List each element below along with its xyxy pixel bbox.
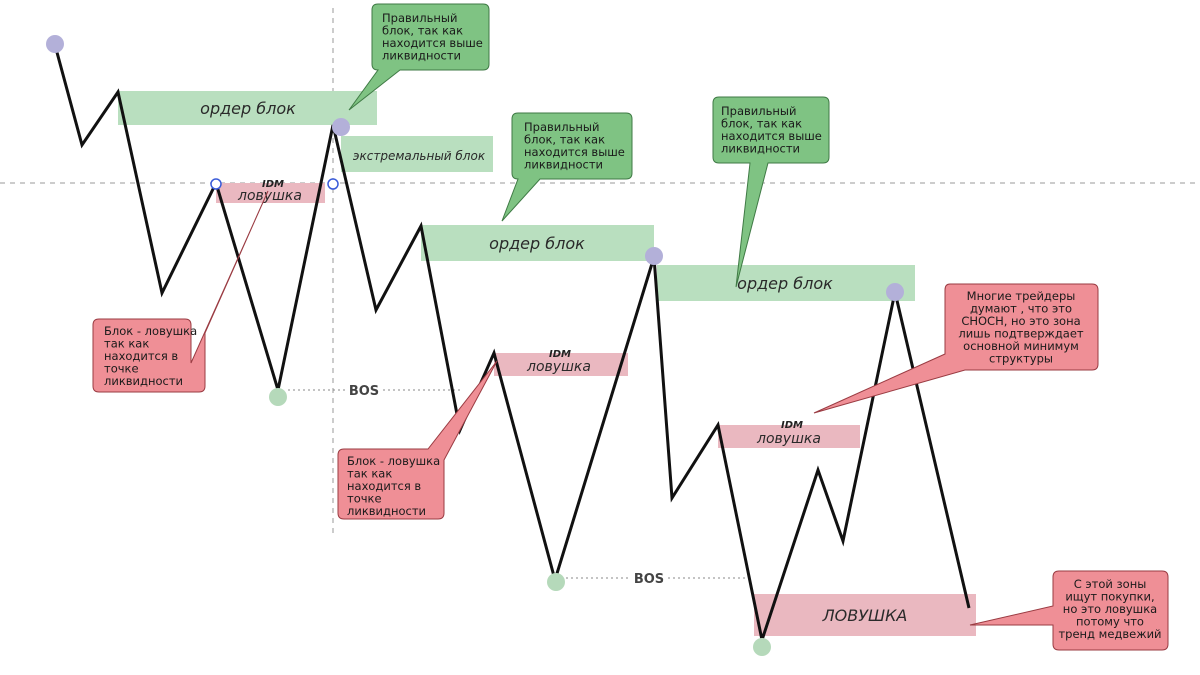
order-block-zone-3 <box>657 265 915 301</box>
callout-line: находится в <box>104 349 178 363</box>
callout-line: лишь подтверждает <box>958 327 1084 341</box>
callout-line: Правильный <box>382 11 457 25</box>
callout-line: так как <box>347 467 392 481</box>
swing-point-low-1 <box>269 388 287 406</box>
order-block-zone-1 <box>118 91 377 125</box>
callout-line: так как <box>104 337 149 351</box>
idm-label-2: IDM <box>549 349 571 360</box>
callout-line: точке <box>104 362 139 376</box>
callout-line: тренд медвежий <box>1058 627 1161 641</box>
idm-handle-left[interactable] <box>210 178 222 190</box>
trap-label-2: ловушка <box>526 359 591 375</box>
idm-label-1: IDM <box>262 179 284 190</box>
swing-point-high-3 <box>645 247 663 265</box>
callout-line: ликвидности <box>382 49 461 63</box>
order-block-label-2: ордер блок <box>489 234 585 253</box>
trap-zone-1 <box>216 183 325 203</box>
trap-zone-3 <box>718 425 860 448</box>
bos-label-1: BOS <box>349 384 379 399</box>
callout-line: Правильный <box>524 120 599 134</box>
callout-line: точке <box>347 492 382 506</box>
callout-line: CHOCH, но это зона <box>961 314 1080 328</box>
extreme-block-zone <box>341 136 493 172</box>
callout-line: ликвидности <box>524 158 603 172</box>
bos-label-2: BOS <box>634 572 664 587</box>
callout-line: ликвидности <box>721 142 800 156</box>
callout-line: находится выше <box>524 145 625 159</box>
order-block-zone-2 <box>421 225 654 261</box>
swing-point-high-2 <box>332 118 350 136</box>
callout-line: потому что <box>1076 615 1144 629</box>
swing-point-high-4 <box>886 283 904 301</box>
callout-line: находится в <box>347 479 421 493</box>
callout-line: блок, так как <box>524 133 605 147</box>
callout-line: находится выше <box>382 36 483 50</box>
callout-line: но это ловушка <box>1063 602 1157 616</box>
idm-label-3: IDM <box>781 420 803 431</box>
swing-point-low-2 <box>547 573 565 591</box>
swing-point-low-3 <box>753 638 771 656</box>
callout-line: ищут покупки, <box>1065 590 1154 604</box>
trap-label-3: ловушка <box>756 431 821 447</box>
callout-line: Блок - ловушка <box>347 454 440 468</box>
extreme-block-label: экстремальный блок <box>353 149 486 163</box>
trap-label-1: ловушка <box>237 188 302 204</box>
callout-line: ликвидности <box>104 374 183 388</box>
callout-line: Многие трейдеры <box>967 289 1076 303</box>
order-block-label-3: ордер блок <box>737 274 833 293</box>
callout-line: основной минимум <box>963 339 1079 353</box>
callout-line: С этой зоны <box>1074 577 1147 591</box>
callout-line: блок, так как <box>721 117 802 131</box>
order-block-label-1: ордер блок <box>200 99 296 118</box>
big-trap-label: ЛОВУШКА <box>822 606 908 625</box>
callout-line: Блок - ловушка <box>104 324 197 338</box>
callout-line: ликвидности <box>347 504 426 518</box>
big-trap-zone <box>754 594 976 636</box>
callout-line: находится выше <box>721 129 822 143</box>
callout-line: думают , что это <box>970 302 1072 316</box>
callout-line: Правильный <box>721 104 796 118</box>
callout-line: блок, так как <box>382 24 463 38</box>
idm-handle-right[interactable] <box>327 178 339 190</box>
trap-zone-2 <box>494 353 628 376</box>
swing-point-high-1 <box>46 35 64 53</box>
callout-line: структуры <box>989 352 1053 366</box>
